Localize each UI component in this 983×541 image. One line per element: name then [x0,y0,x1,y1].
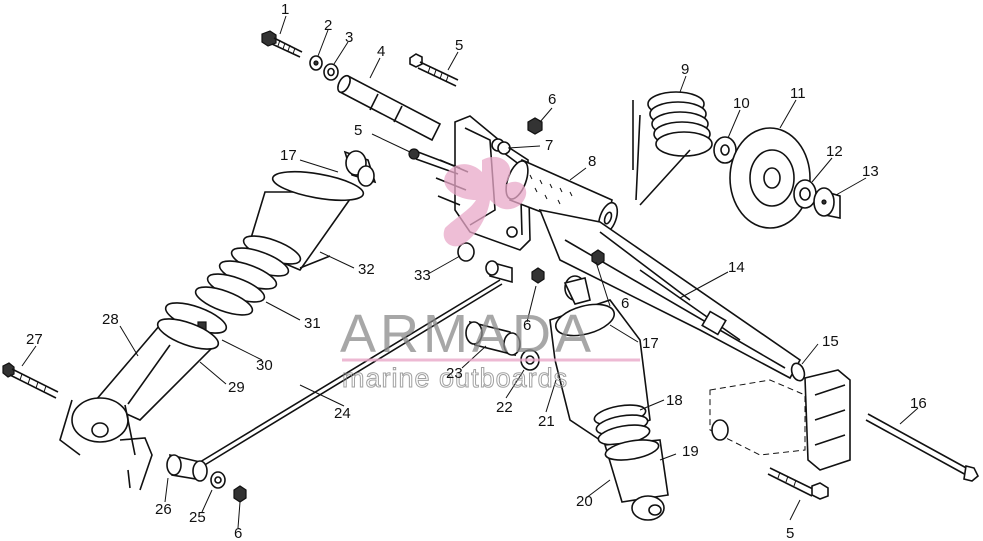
part-mount-bracket [709,369,851,471]
callout: 30 [256,357,273,374]
callout: 2 [324,17,332,34]
part-nut-6-top [527,117,543,135]
callout: 17 [642,335,659,352]
part-bushing-33 [457,242,475,262]
callout: 33 [414,267,431,284]
callout-labels: 1 2 3 4 5 5 5 6 6 6 6 7 8 9 10 11 12 13 … [26,1,927,541]
callout: 25 [189,509,206,526]
part-nut-6-mid [531,267,545,284]
callout: 15 [822,333,839,350]
callout: 11 [790,85,806,102]
callout: 22 [496,399,513,416]
watermark-brand: ARMADA [340,304,595,364]
part-bearing-12 [793,179,817,209]
callout: 16 [910,395,927,412]
part-lower-bracket [119,437,153,491]
callout: 18 [666,392,683,409]
part-shaft-4 [337,74,442,142]
part-damper-19 [603,439,669,503]
part-wheel-11 [729,127,811,229]
part-bolt-1 [261,30,303,58]
part-washer-10 [713,136,737,164]
part-washer-2 [309,55,323,71]
callout: 26 [155,501,172,518]
callout: 5 [786,525,794,541]
callout: 9 [681,61,689,78]
callout: 20 [576,493,593,510]
butterfly-logo-icon [443,156,527,247]
part-bolt-5-top [409,53,459,87]
part-collar-30 [164,302,228,334]
callout: 7 [545,137,553,154]
callout: 31 [304,315,321,332]
part-bushing-17-right [563,275,591,305]
callout: 23 [446,365,463,382]
callout: 28 [102,311,119,328]
callout: 29 [228,379,245,396]
part-torsion-spring-9 [632,91,713,206]
part-washer-25 [210,471,226,489]
watermark-tagline: marine outboards [342,363,568,393]
part-nut-6-right [591,249,605,266]
callout: 6 [234,525,242,541]
part-rod-24 [199,279,503,467]
callout: 12 [826,143,843,160]
callout: 19 [682,443,699,460]
part-bushing-26 [166,453,208,482]
part-eye-end-left [59,397,136,456]
part-bolt-27 [2,362,59,399]
callout: 6 [621,295,629,312]
part-bushing-23 [465,320,521,357]
leader-lines [21,15,919,529]
part-long-bolt-16 [865,413,979,482]
part-end-cap-15 [790,362,806,382]
callout: 17 [280,147,297,164]
part-spacer-13 [813,187,841,219]
part-nut-6-bottom [233,485,247,503]
callout: 10 [733,95,750,112]
part-bushing-mid [485,260,513,284]
watermark-logo: ARMADA marine outboards [340,156,640,394]
callout: 32 [358,261,375,278]
callout: 5 [455,37,463,54]
callout: 6 [548,91,556,108]
callout: 6 [523,317,531,334]
part-bushing-17-left [343,150,377,187]
callout: 5 [354,122,362,139]
callout: 27 [26,331,43,348]
callout: 8 [588,153,596,170]
part-spring-31 [194,235,302,316]
callout: 14 [728,259,745,276]
callout: 3 [345,29,353,46]
part-bolt-5-bottom [767,467,829,500]
callout: 24 [334,405,351,422]
callout: 13 [862,163,879,180]
part-eye-20 [631,495,665,521]
callout: 21 [538,413,555,430]
callout: 4 [377,43,385,60]
callout: 1 [281,1,289,18]
part-washer-3 [323,63,339,81]
part-spring-18 [593,404,651,446]
part-body-28-29 [94,318,220,421]
